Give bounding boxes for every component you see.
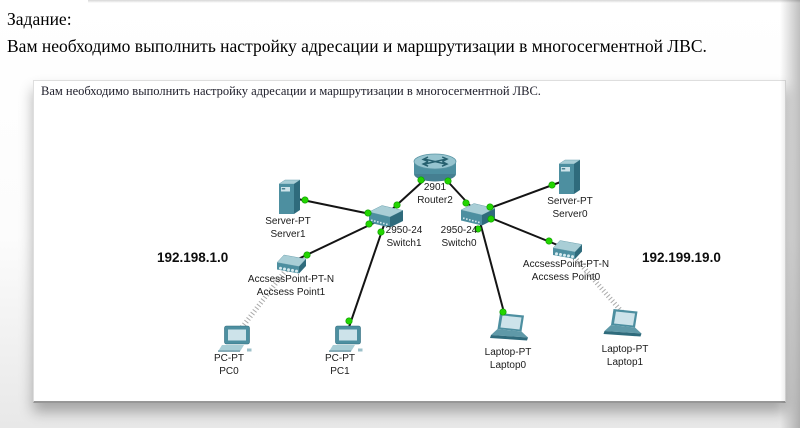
status-dot (303, 251, 311, 259)
server1-model: Server-PT (265, 216, 311, 227)
switch1-icon[interactable] (368, 205, 404, 228)
status-dot (462, 199, 470, 207)
status-dot (365, 220, 373, 228)
panel-instruction: Вам необходимо выполнить настройку адрес… (41, 84, 541, 98)
status-dot (377, 228, 385, 236)
pc1-name: PC1 (330, 365, 350, 377)
task-heading-block: Задание: Вам необходимо выполнить настро… (7, 6, 787, 60)
server0-icon[interactable] (558, 159, 581, 194)
laptop0-icon[interactable] (490, 313, 528, 341)
task-heading: Задание: (7, 9, 72, 29)
label-router2: 2901 Router2 (417, 182, 453, 207)
status-dot (474, 225, 482, 233)
laptop1-name: Laptop1 (606, 356, 644, 368)
label-switch0: 2950-24 Switch0 (441, 225, 478, 250)
switch0-name: Switch0 (441, 237, 477, 249)
topology-panel (33, 80, 786, 403)
laptop0-model: Laptop-PT (484, 347, 532, 358)
status-dot (499, 308, 507, 316)
server1-name: Server1 (270, 228, 306, 240)
server0-name: Server0 (552, 208, 588, 220)
link-status-dots (301, 176, 556, 325)
status-dot (364, 209, 372, 217)
laptop1-icon[interactable] (603, 309, 642, 337)
label-server1: Server-PT Server1 (265, 216, 311, 241)
status-dot (345, 317, 353, 325)
access-point1-name: Accsess Point1 (256, 286, 326, 298)
label-switch1: 2950-24 Switch1 (386, 225, 423, 250)
status-dot (301, 196, 309, 204)
link-switch0-laptop0 (479, 221, 507, 321)
router-icon[interactable] (413, 153, 457, 182)
link-switch1-pc1 (347, 224, 385, 331)
wireless-link-accesspoint1-pc0 (238, 268, 288, 332)
access-point1-model: AccsessPoint-PT-N (247, 274, 335, 285)
access-point0-model: AccsessPoint-PT-N (522, 259, 610, 270)
status-dot (444, 177, 452, 185)
label-server0: Server-PT Server0 (547, 196, 593, 221)
label-pc1: PC-PT PC1 (325, 353, 355, 378)
switch1-model: 2950-24 (385, 225, 423, 236)
wireless-links (238, 250, 624, 332)
label-access-point1: AccsessPoint-PT-N Accsess Point1 (248, 274, 334, 299)
label-access-point0: AccsessPoint-PT-N Accsess Point0 (523, 259, 609, 284)
access-point0-icon[interactable] (552, 240, 583, 260)
switch1-name: Switch1 (386, 237, 422, 249)
status-dot (486, 203, 494, 211)
status-dot (548, 181, 556, 189)
switch0-model: 2950-24 (440, 225, 478, 236)
status-dot (487, 215, 495, 223)
status-dot (417, 176, 425, 184)
status-dot (545, 237, 553, 245)
laptop0-name: Laptop0 (489, 359, 527, 371)
label-pc0: PC-PT PC0 (214, 353, 244, 378)
label-laptop1: Laptop-PT Laptop1 (602, 344, 649, 369)
pc1-model: PC-PT (325, 353, 355, 364)
router2-name: Router2 (417, 194, 453, 206)
pc1-icon[interactable] (329, 325, 363, 352)
access-point1-icon[interactable] (276, 254, 307, 274)
label-laptop0: Laptop-PT Laptop0 (485, 347, 532, 372)
access-point0-name: Accsess Point0 (531, 271, 601, 283)
server1-icon[interactable] (278, 179, 301, 214)
laptop1-model: Laptop-PT (601, 344, 649, 355)
network-label-right: 192.199.19.0 (642, 250, 721, 265)
router2-model: 2901 (423, 182, 447, 193)
status-dot (393, 201, 401, 209)
network-label-left: 192.198.1.0 (157, 250, 229, 265)
pc0-name: PC0 (219, 365, 239, 377)
server0-model: Server-PT (547, 196, 593, 207)
pc0-icon[interactable] (218, 325, 252, 352)
task-description: Вам необходимо выполнить настройку адрес… (7, 36, 707, 56)
pc0-model: PC-PT (214, 353, 244, 364)
